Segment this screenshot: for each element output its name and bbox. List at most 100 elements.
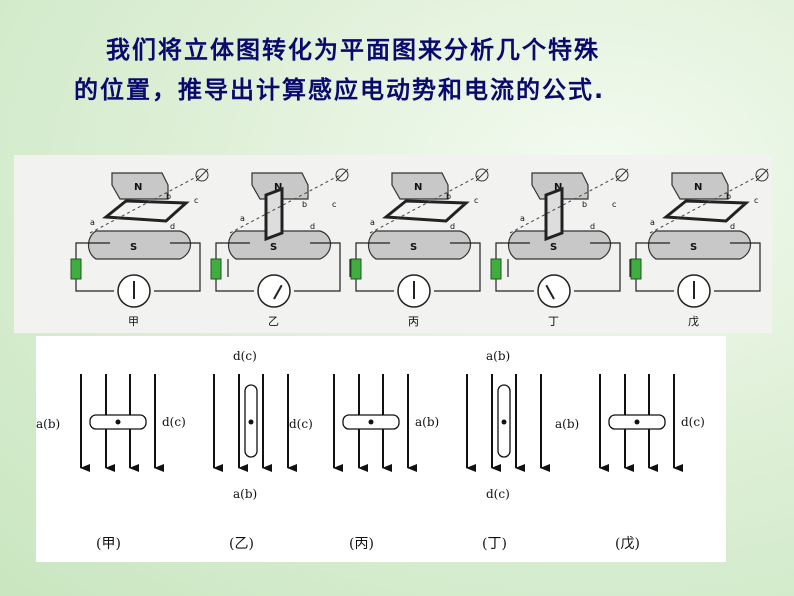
coil-loop <box>544 186 564 242</box>
north-pole-label: N <box>554 182 562 193</box>
diagram-caption: 丁 <box>548 315 559 328</box>
circuit-wire-right <box>714 242 761 292</box>
rotation-axis <box>509 174 621 234</box>
rotation-axis-dot <box>248 419 254 425</box>
corner-label: b <box>582 200 587 209</box>
south-pole-label: S <box>270 242 277 253</box>
rotation-axis <box>649 174 761 234</box>
axis-symbol <box>615 168 629 182</box>
galvanometer <box>537 274 571 308</box>
north-pole-label: N <box>134 182 142 193</box>
north-pole-magnet <box>531 172 589 200</box>
corner-label: a <box>650 218 655 227</box>
north-pole-label: N <box>274 182 282 193</box>
coil-side-label-left: a(b) <box>36 417 60 431</box>
rotation-axis-dot <box>501 419 507 425</box>
diagram-caption: 乙 <box>268 315 279 328</box>
resistor <box>630 258 642 280</box>
section-caption: (丙) <box>349 536 374 552</box>
section-caption: (甲) <box>96 536 121 552</box>
north-pole-magnet <box>111 172 169 200</box>
corner-label: a <box>90 218 95 227</box>
axis-symbol-stroke <box>195 168 209 182</box>
coil-loop <box>264 186 284 242</box>
section-view-svg: a(b)d(c)(甲)d(c)a(b)(乙)d(c)a(b)(丙)a(b)d(c… <box>36 349 705 552</box>
section-diagram: d(c)a(b)(乙) <box>213 349 297 552</box>
circuit-wire-right <box>154 242 201 292</box>
corner-label: b <box>446 192 451 201</box>
galvanometer-needle <box>545 284 555 300</box>
coil-loop <box>662 199 750 223</box>
south-pole-magnet <box>507 230 612 260</box>
south-pole-label: S <box>410 242 417 253</box>
coil-side-label-left: d(c) <box>289 417 313 431</box>
coil-side-label-left: a(b) <box>555 417 579 431</box>
axis-symbol-stroke <box>755 168 769 182</box>
corner-label: a <box>520 214 525 223</box>
coil-side-label-top: a(b) <box>486 349 510 363</box>
section-diagram: a(b)d(c)(丁) <box>466 349 550 552</box>
axis-symbol <box>335 168 349 182</box>
corner-label: b <box>302 200 307 209</box>
resistor <box>70 258 82 280</box>
corner-label: d <box>170 222 175 231</box>
corner-label: a <box>370 218 375 227</box>
corner-label: a <box>240 214 245 223</box>
corner-label: d <box>450 222 455 231</box>
corner-label: c <box>612 200 616 209</box>
corner-label: d <box>310 222 315 231</box>
section-diagram: a(b) d(c) (甲) <box>36 374 186 552</box>
north-pole-magnet <box>671 172 729 200</box>
rotation-axis-dot <box>115 419 121 425</box>
south-pole-magnet <box>367 230 472 260</box>
generator-diagram: N Sa b c d 甲 <box>70 168 209 328</box>
axis-symbol-stroke <box>615 168 629 182</box>
heading-line-1: 我们将立体图转化为平面图来分析几个特殊 <box>106 36 600 64</box>
south-pole-label: S <box>130 242 137 253</box>
corner-label: b <box>166 192 171 201</box>
corner-label: c <box>332 200 336 209</box>
circuit-wire-right <box>574 242 621 292</box>
galvanometer-needle <box>273 284 283 300</box>
coil-side-label-right: d(c) <box>162 415 186 429</box>
south-pole-magnet <box>227 230 332 260</box>
section-view-panel: a(b)d(c)(甲)d(c)a(b)(乙)d(c)a(b)(丙)a(b)d(c… <box>36 336 726 562</box>
north-pole-magnet <box>391 172 449 200</box>
corner-label: c <box>194 196 198 205</box>
corner-label: c <box>754 196 758 205</box>
heading-text: 我们将立体图转化为平面图来分析几个特殊 的位置，推导出计算感应电动势和电流的公式… <box>60 30 760 110</box>
resistor <box>210 258 222 280</box>
axis-symbol <box>475 168 489 182</box>
circuit-wire-right <box>434 242 481 292</box>
coil-side-label-bottom: a(b) <box>233 487 257 501</box>
north-pole-label: N <box>414 182 422 193</box>
section-diagram: a(b)d(c)(戊) <box>555 374 705 552</box>
axis-symbol-stroke <box>335 168 349 182</box>
rotation-axis <box>229 174 341 234</box>
diagram-caption: 甲 <box>128 315 139 328</box>
coil-loop <box>382 199 470 223</box>
circuit-wire-right <box>294 242 341 292</box>
north-pole-magnet <box>251 172 309 200</box>
diagram-caption: 戊 <box>688 315 699 328</box>
coil-loop <box>102 199 190 223</box>
south-pole-magnet <box>647 230 752 260</box>
section-caption: (丁) <box>482 536 507 552</box>
axis-symbol-stroke <box>475 168 489 182</box>
north-pole-label: N <box>694 182 702 193</box>
rotation-axis <box>89 174 201 234</box>
rotation-axis <box>369 174 481 234</box>
galvanometer <box>257 274 291 308</box>
rotation-axis-dot <box>368 419 374 425</box>
corner-label: b <box>726 192 731 201</box>
section-diagram: d(c)a(b)(丙) <box>289 374 439 552</box>
resistor <box>350 258 362 280</box>
south-pole-label: S <box>690 242 697 253</box>
coil-side-label-right: d(c) <box>681 415 705 429</box>
axis-symbol <box>195 168 209 182</box>
